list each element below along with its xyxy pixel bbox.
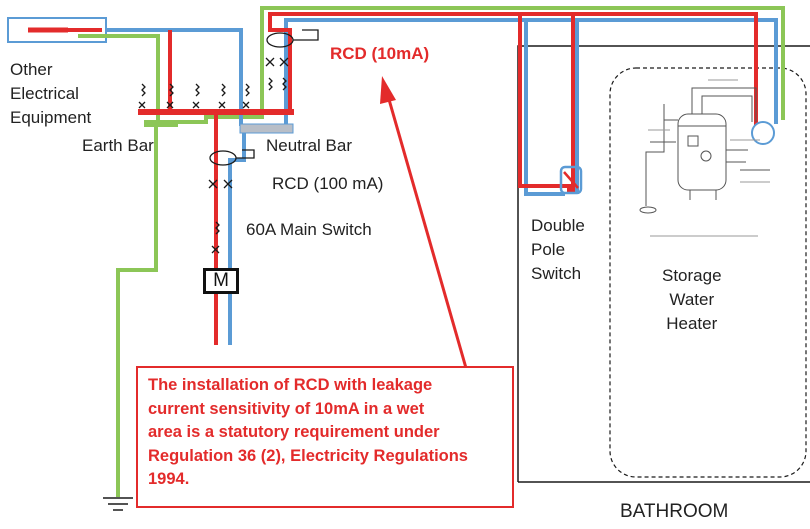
note-line: current sensitivity of 10mA in a wet — [148, 399, 425, 418]
storage-heater-label: Storage Water Heater — [662, 266, 722, 333]
note-line: The installation of RCD with leakage — [148, 376, 433, 394]
busbar-breakers — [138, 83, 250, 109]
motor-symbol: M — [203, 268, 239, 294]
earth-bar — [144, 120, 178, 127]
ground-symbol — [103, 497, 133, 511]
water-heater-fine-print — [648, 79, 770, 237]
note-line: area is a statutory requirement under — [148, 423, 440, 441]
neutral-wiring — [106, 18, 778, 345]
rcd-100ma-label: RCD (100 mA) — [272, 174, 384, 193]
heater-connection-point — [751, 121, 775, 145]
note-line: Regulation 36 (2), Electricity Regulatio… — [148, 446, 468, 465]
rcd-100ma-symbol — [208, 149, 255, 189]
main-switch-symbol — [211, 221, 220, 254]
main-switch-label: 60A Main Switch — [246, 220, 372, 239]
note-line: 1994. — [148, 470, 190, 488]
earth-bar-label: Earth Bar — [82, 136, 154, 155]
double-pole-switch-label: Double Pole Switch — [531, 216, 585, 283]
bathroom-label: BATHROOM — [620, 501, 729, 522]
double-pole-switch-symbol — [559, 165, 583, 195]
live-busbar — [138, 109, 294, 115]
neutral-bar — [239, 123, 294, 134]
earth-wiring — [78, 6, 785, 497]
other-equipment-label: Other Electrical Equipment — [10, 60, 92, 127]
neutral-bar-label: Neutral Bar — [266, 136, 352, 155]
callout-arrow — [380, 76, 468, 369]
water-heater-zone — [609, 67, 807, 478]
rcd-10ma-label: RCD (10mA) — [330, 44, 430, 63]
water-heater-drawing — [639, 87, 770, 214]
regulation-note: The installation of RCD with leakage cur… — [136, 366, 514, 508]
rcd-10ma-symbol — [265, 29, 319, 91]
